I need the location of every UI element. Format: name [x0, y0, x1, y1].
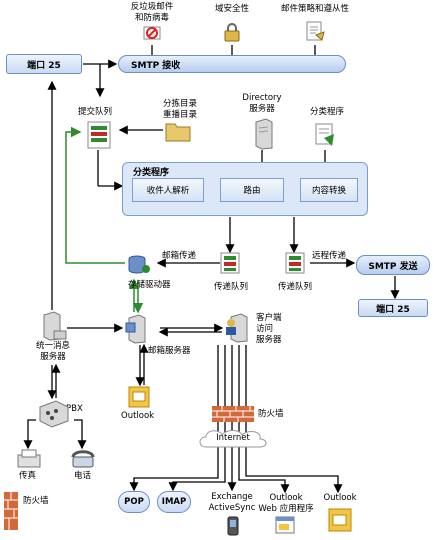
queue-icon — [82, 120, 118, 150]
owa-label: Outlook Web 应用程序 — [258, 493, 314, 514]
firewall-left-label: 防火墙 — [23, 496, 49, 506]
policy-document-icon — [304, 20, 326, 42]
pickup-replay-label: 分拣目录 重播目录 — [162, 99, 197, 120]
antispam-icon — [143, 24, 161, 42]
firewall-right-label: 防火墙 — [258, 409, 284, 419]
outlook-icon — [128, 386, 150, 408]
folder-icon — [165, 120, 191, 142]
server-icon — [252, 118, 274, 150]
antispam-label: 反垃圾邮件 和防病毒 — [130, 2, 174, 23]
remote-delivery-label: 远程传递 — [312, 251, 347, 261]
content-conversion-step: 内容转换 — [300, 178, 358, 202]
categorizer-icon — [314, 122, 336, 148]
routing-step: 路由 — [220, 178, 284, 202]
internet-cloud-icon — [196, 427, 270, 449]
mailbox-server-label: 邮箱服务器 — [148, 346, 191, 356]
outlook-mid-label: Outlook — [121, 411, 155, 421]
recipient-resolution-step: 收件人解析 — [132, 178, 204, 202]
domain-security-label: 域安全性 — [214, 4, 249, 14]
smtp-send-bar: SMTP 发送 — [356, 255, 430, 275]
client-access-label: 客户端 访问 服务器 — [256, 313, 282, 345]
activesync-label: Exchange ActiveSync — [208, 492, 256, 513]
delivery-queue-1-label: 传递队列 — [214, 282, 249, 292]
pbx-icon — [36, 399, 70, 429]
firewall-icon — [212, 406, 254, 422]
fax-icon — [16, 449, 42, 469]
server-icon — [123, 314, 157, 344]
phone-label: 电话 — [74, 471, 92, 481]
delivery-queue-2-label: 传递队列 — [278, 282, 313, 292]
phone-icon — [70, 449, 96, 469]
port-25-bottom: 端口 25 — [358, 299, 428, 317]
categorizer-panel-title: 分类程序 — [133, 168, 170, 178]
imap-protocol: IMAP — [157, 491, 191, 513]
browser-icon — [275, 516, 295, 534]
queue-icon — [284, 252, 308, 274]
port-25-top: 端口 25 — [6, 54, 82, 74]
mobile-device-icon — [226, 516, 240, 536]
mailbox-delivery-label: 邮箱传递 — [162, 251, 197, 261]
database-icon — [127, 254, 151, 276]
policy-compliance-label: 邮件策略和遵从性 — [280, 4, 349, 14]
outlook-icon — [328, 508, 352, 532]
firewall-icon — [4, 492, 18, 530]
categorizer-label: 分类程序 — [309, 107, 344, 117]
directory-servers-label: Directory 服务器 — [242, 93, 282, 114]
server-icon — [40, 311, 68, 341]
smtp-receive-bar: SMTP 接收 — [118, 55, 346, 73]
queue-icon — [219, 252, 243, 274]
lock-icon — [223, 22, 241, 42]
fax-label: 传真 — [19, 471, 37, 481]
um-server-label: 统一消息 服务器 — [35, 341, 70, 362]
submission-queue-label: 提交队列 — [78, 107, 113, 117]
internet-label: Internet — [216, 433, 250, 443]
store-driver-label: 存储驱动器 — [128, 280, 171, 290]
server-icon — [223, 313, 253, 343]
pbx-label: PBX — [66, 404, 83, 414]
outlook-bottom-label: Outlook — [323, 493, 357, 503]
pop-protocol: POP — [118, 491, 150, 513]
